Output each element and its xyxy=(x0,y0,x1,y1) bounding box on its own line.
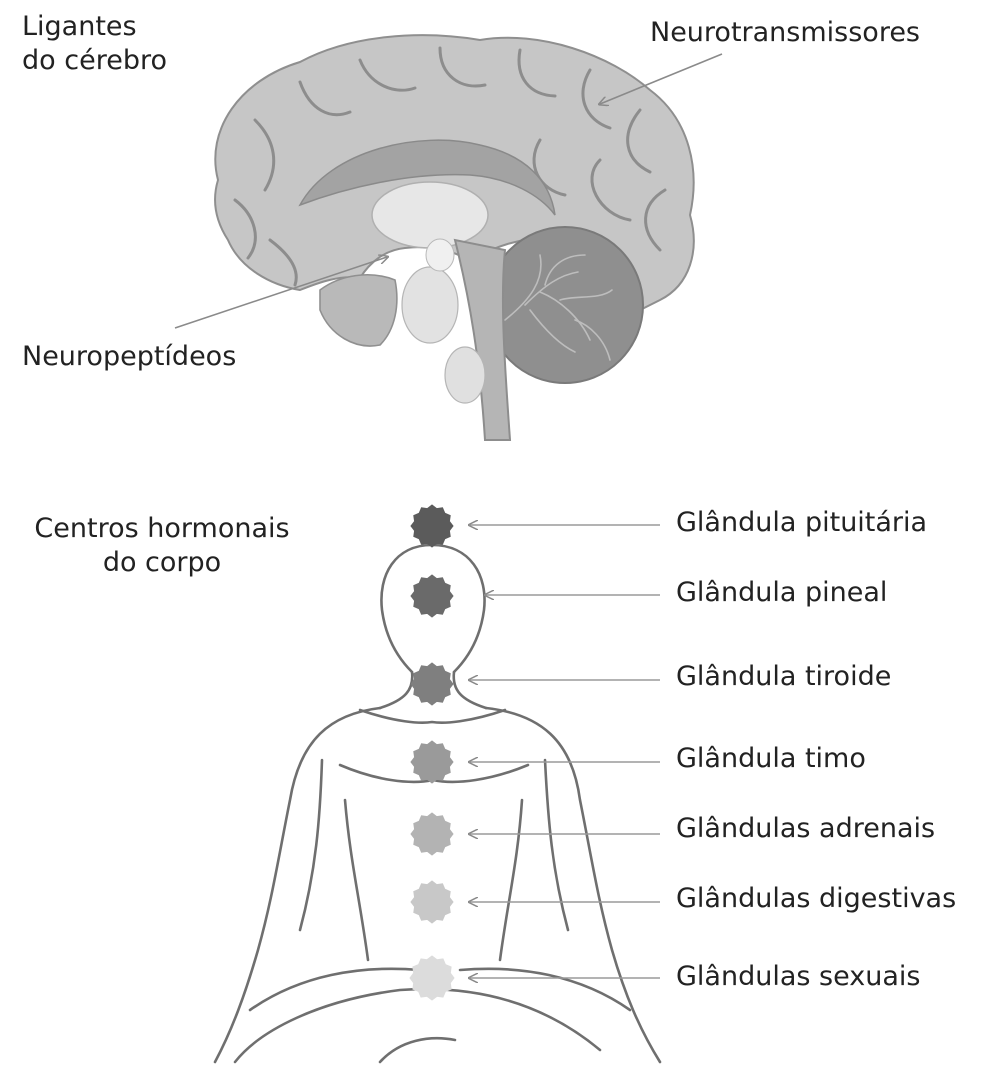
medulla xyxy=(445,347,485,403)
gland-label-pineal: Glândula pineal xyxy=(676,576,887,610)
pons xyxy=(402,267,458,343)
thalamus xyxy=(372,182,488,248)
brain-illustration xyxy=(215,35,694,440)
neurotransmitters-label: Neurotransmissores xyxy=(650,16,920,50)
brainstem xyxy=(455,240,510,440)
body-centers-title-line2: do corpo xyxy=(12,546,312,580)
gland-dot-adrenals xyxy=(411,813,453,855)
gland-dot-thymus xyxy=(411,741,453,783)
brain-ligands-line1: Ligantes xyxy=(22,10,222,44)
gland-label-adrenals: Glândulas adrenais xyxy=(676,812,935,846)
gland-label-thyroid: Glândula tiroide xyxy=(676,660,891,694)
gland-dot-sexual xyxy=(410,956,454,1000)
brain-ligands-line2: do cérebro xyxy=(22,44,222,78)
neuropeptides-label: Neuropeptídeos xyxy=(22,340,236,374)
glands-layer xyxy=(410,505,660,1000)
gland-label-sexual: Glândulas sexuais xyxy=(676,960,920,994)
gland-label-thymus: Glândula timo xyxy=(676,742,866,776)
body-centers-title: Centros hormonais do corpo xyxy=(12,512,312,580)
gland-dot-digestive xyxy=(411,881,453,923)
gland-label-pituitary: Glândula pituitária xyxy=(676,506,927,540)
gland-label-digestive: Glândulas digestivas xyxy=(676,882,956,916)
gland-dot-thyroid xyxy=(411,663,453,705)
gland-dot-pituitary xyxy=(411,505,453,547)
brain-ligands-label: Ligantes do cérebro xyxy=(22,10,222,78)
body-centers-title-line1: Centros hormonais xyxy=(12,512,312,546)
cerebellum xyxy=(487,227,643,383)
gland-dot-pineal xyxy=(411,575,453,617)
